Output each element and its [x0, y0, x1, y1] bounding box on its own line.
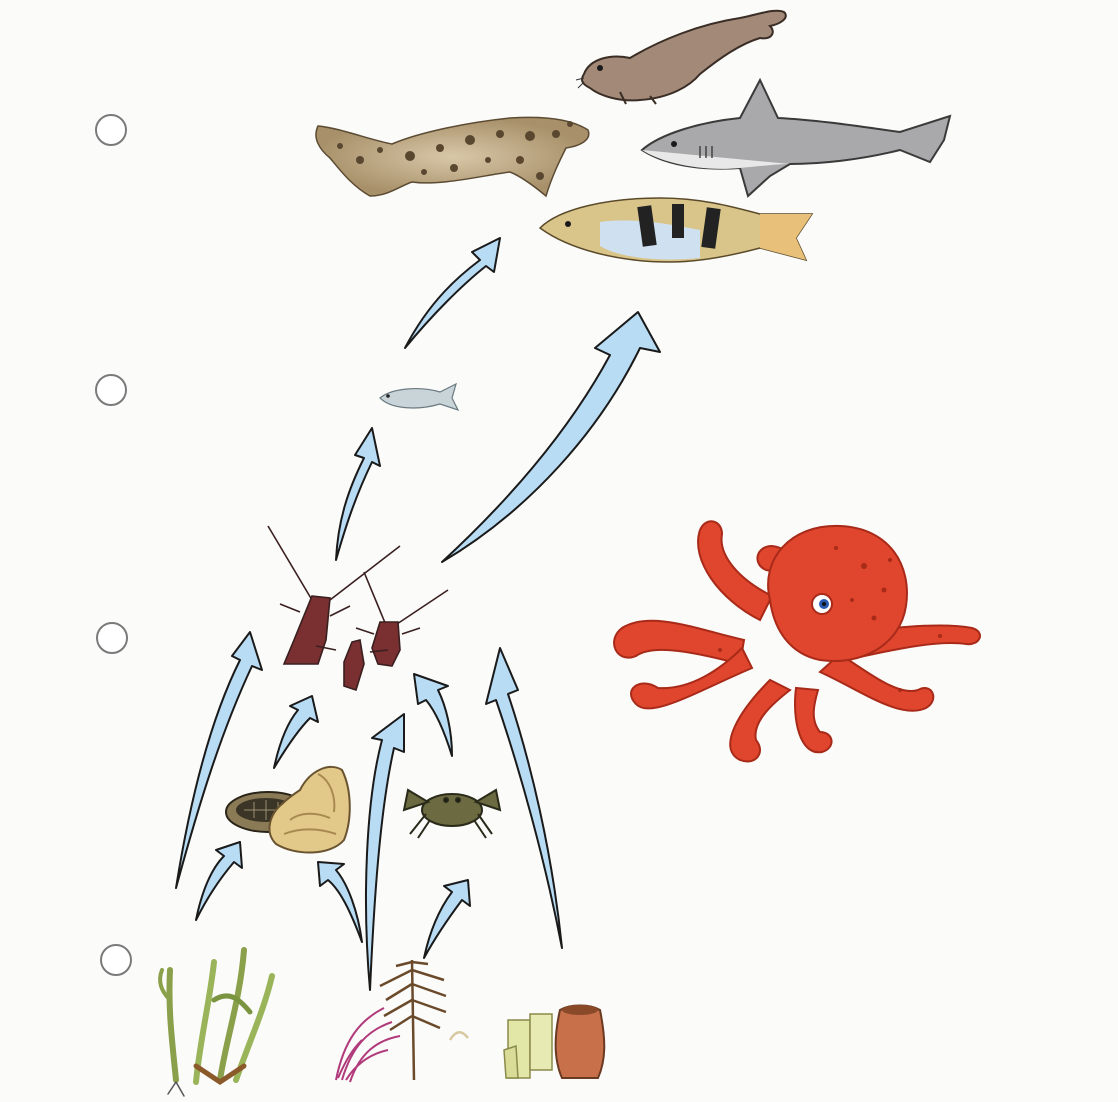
- arrow-coral-to-shell: [318, 862, 362, 942]
- arrow-seaweed-to-chiton: [196, 842, 242, 920]
- arrow-sponge-to-crab: [424, 880, 470, 958]
- brown-kelp-icon: [380, 960, 468, 1080]
- arrow-crab-to-lobster: [414, 674, 452, 756]
- crab-icon: [404, 790, 500, 838]
- arrow-smallfish-to-fish: [405, 238, 500, 348]
- small-fish-icon: [380, 384, 458, 410]
- arrow-lobster-to-smallfish: [336, 428, 380, 560]
- arrow-shell-to-lobster: [274, 696, 318, 768]
- sea-snail-icon: [269, 767, 349, 853]
- arrow-lobster-to-fish: [442, 312, 660, 562]
- grey-shark-icon: [642, 80, 950, 196]
- wobbegong-shark-icon: [316, 117, 589, 196]
- green-seaweed-icon: [160, 950, 272, 1096]
- energy-arrows: [176, 238, 660, 990]
- red-coral-weed-icon: [336, 1008, 400, 1082]
- lobster-icon: [268, 526, 448, 690]
- octopus-icon: [614, 521, 980, 761]
- arrow-seaweed-to-lobster: [366, 714, 404, 990]
- banded-fish-icon: [540, 198, 812, 262]
- sponge-icon: [504, 1005, 604, 1078]
